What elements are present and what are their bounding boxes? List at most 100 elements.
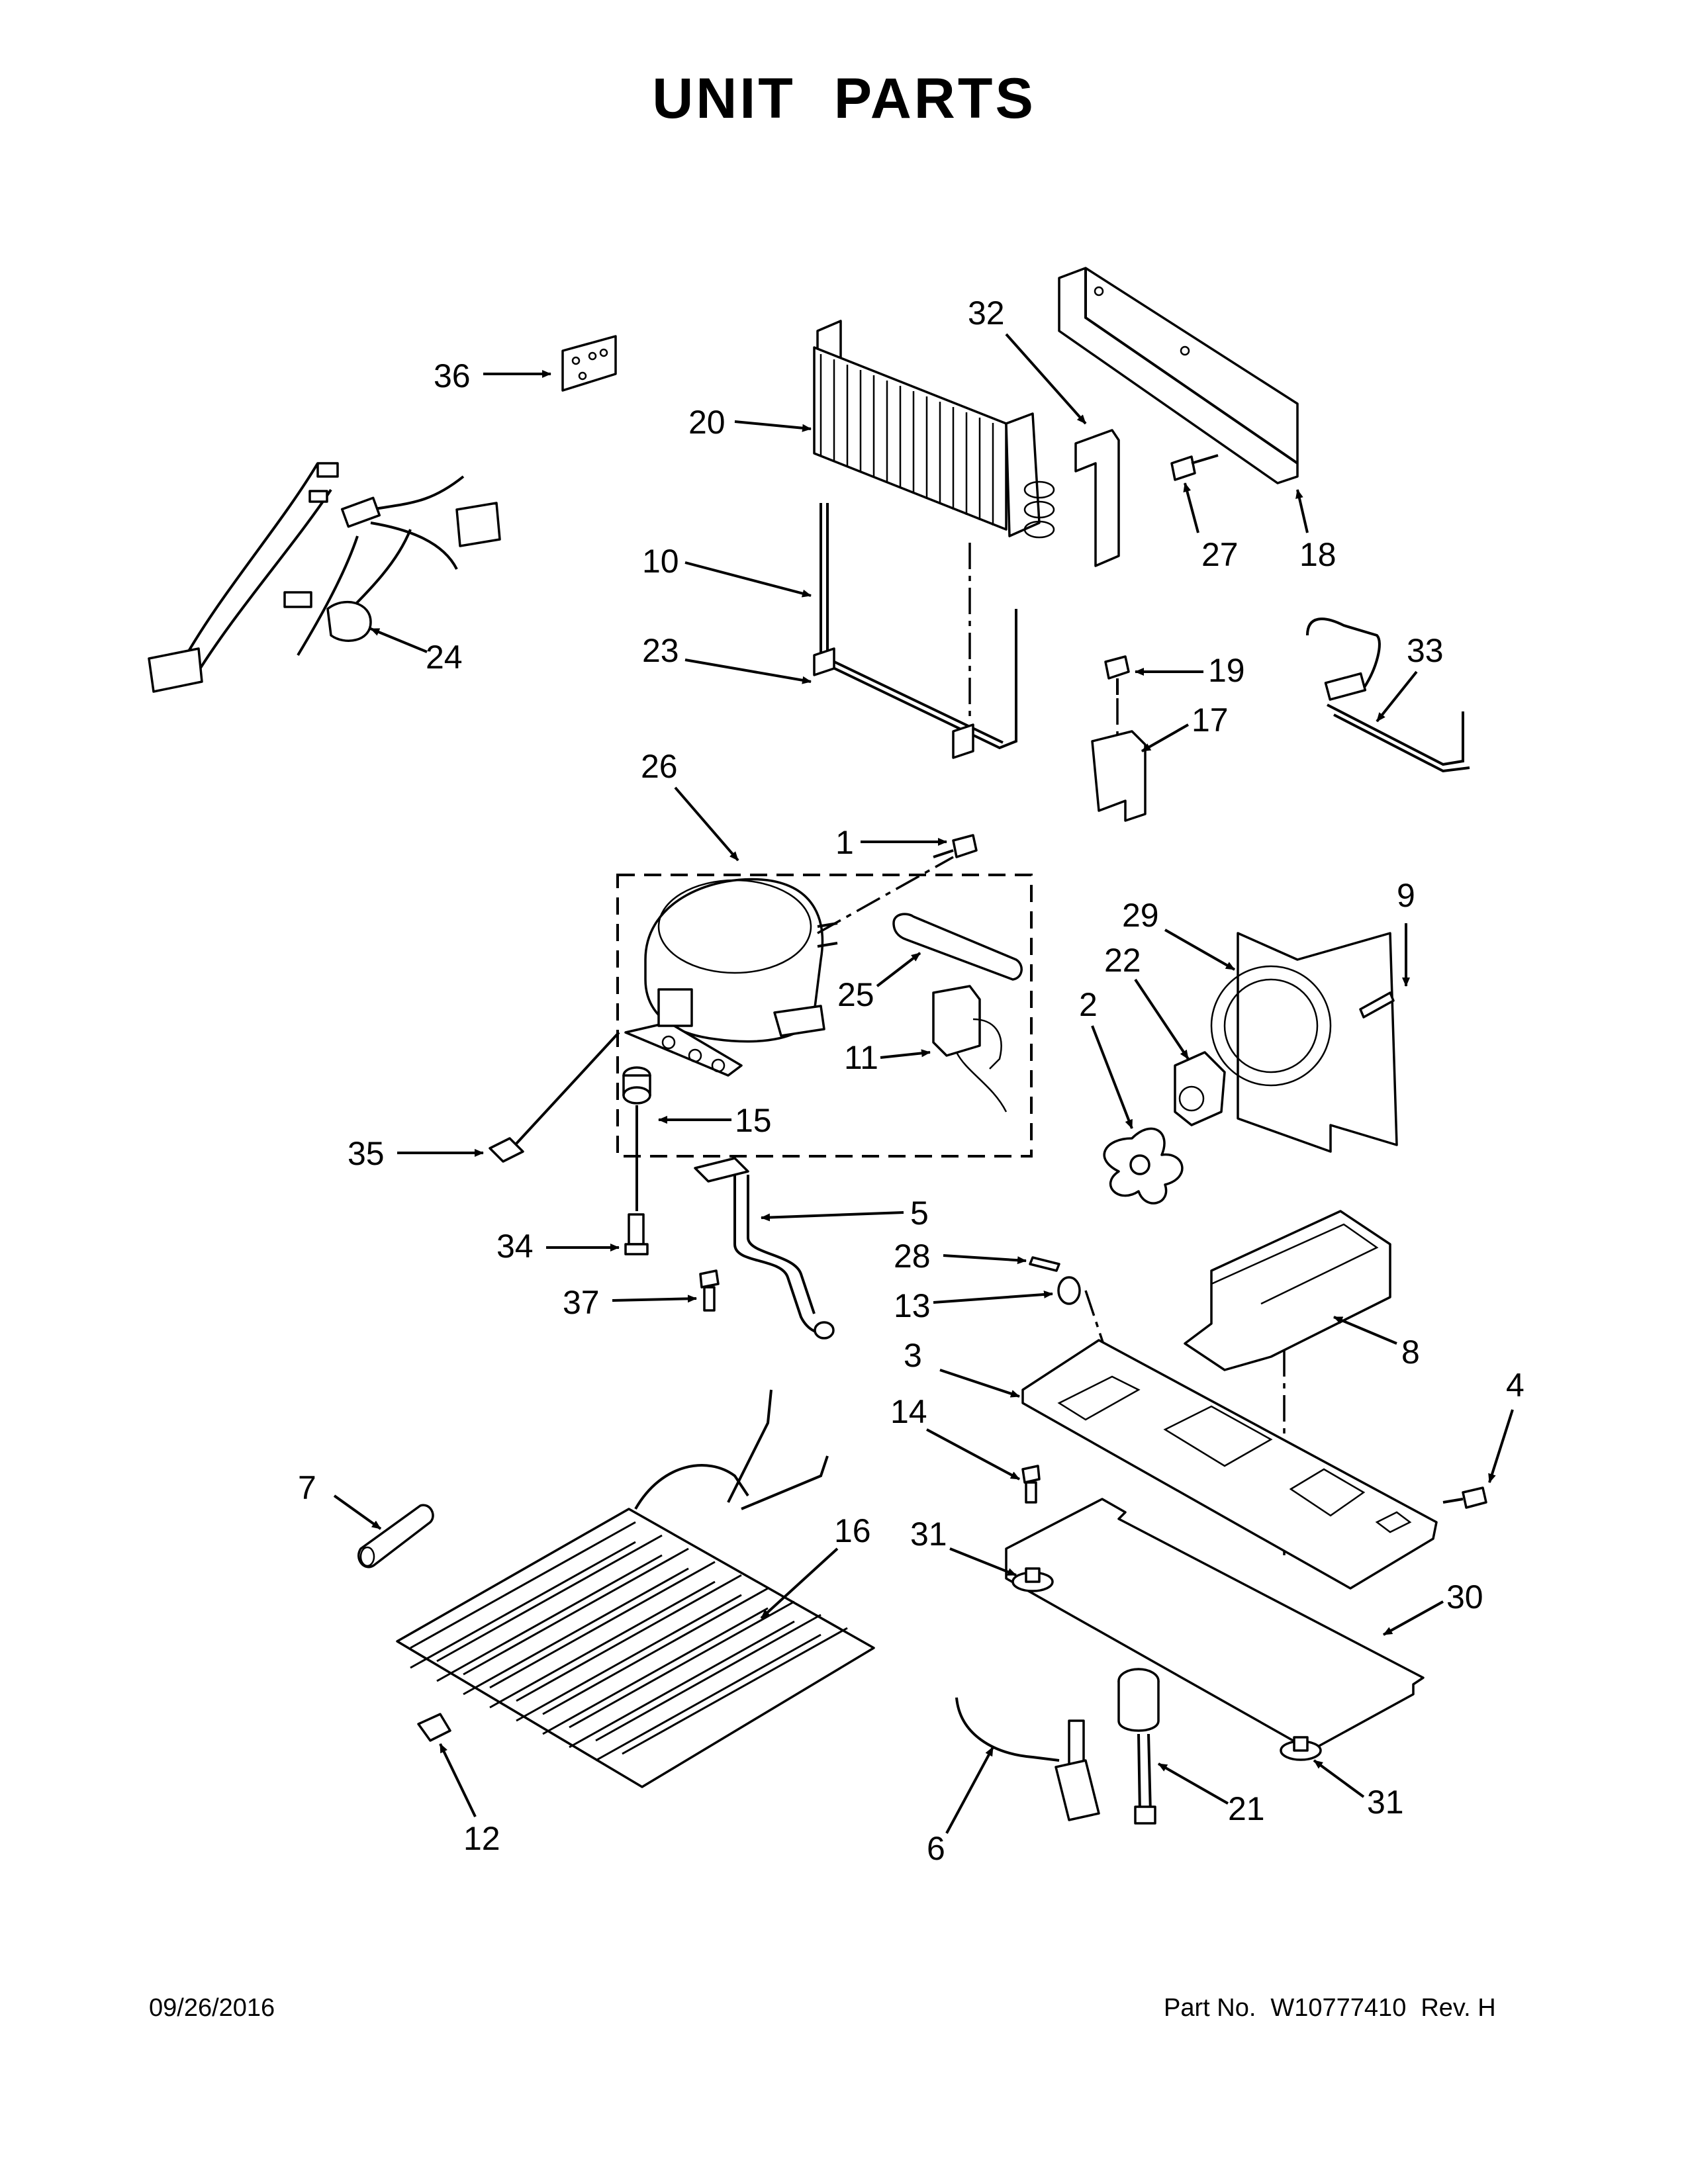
callout-29: 29 [1122,897,1159,934]
drain-pan-illustration [1184,1210,1391,1371]
wire-harness-illustration [148,462,501,693]
callout-1: 1 [835,824,854,861]
leader-25 [876,952,921,987]
filter-drier-illustration [892,913,1023,981]
defrost-heater-illustration [813,503,1017,759]
callout-16: 16 [834,1512,871,1549]
callout-15: 15 [735,1102,772,1139]
callout-28: 28 [894,1238,931,1275]
leader-21 [1158,1762,1229,1805]
base-plate-illustration [1021,1339,1438,1590]
condenser-coil-illustration [396,1389,875,1788]
screw-14-illustration [1021,1465,1041,1504]
sensor-6-illustration [955,1697,1100,1821]
compressor-illustration [624,878,838,1077]
callout-34: 37 [563,1284,600,1321]
screw-19-illustration [1104,655,1130,695]
leader-12 [439,1743,477,1817]
callout-5: 5 [910,1195,929,1232]
guide-line-grommet13 [1084,1290,1107,1351]
fan-blade-illustration [1103,1127,1184,1205]
callout-35: 34 [496,1228,534,1265]
callout-32: 32 [968,295,1005,332]
leader-24 [370,627,428,653]
part-number-line: Part No. W10777410 Rev. H [1164,1994,1511,2023]
callout-3: 3 [904,1337,922,1374]
callout-10: 10 [642,543,679,580]
evaporator-coil-illustration [813,320,1055,539]
leader-4 [1488,1409,1514,1483]
callout-19: 19 [1208,652,1245,689]
leader-32 [1005,333,1087,425]
leader-26 [674,786,739,862]
leader-29 [1164,929,1235,971]
start-relay-illustration [932,985,1008,1113]
callout-6: 6 [927,1830,945,1867]
leader-14 [926,1428,1020,1480]
callout-24: 24 [426,639,463,676]
leader-11 [880,1049,931,1059]
leader-2 [1091,1025,1133,1129]
control-board-illustration [561,335,617,392]
callout-21: 21 [1228,1790,1265,1827]
bolt-35-illustration [624,1213,649,1255]
part-number-label: Part No. [1164,1994,1256,2022]
clip-36-illustration [489,1031,620,1163]
revision-label: Rev. H [1421,1994,1496,2022]
leader-8 [1333,1316,1397,1345]
callout-17: 17 [1192,702,1229,739]
callout-2: 2 [1079,986,1098,1023]
foam-block-illustration [1074,429,1120,567]
callout-14: 14 [890,1393,927,1430]
spacer-28-illustration [1029,1256,1060,1272]
leader-10 [684,561,812,598]
foot-31-right-illustration [1280,1736,1322,1761]
leader-31-right [1313,1759,1365,1798]
grommet-13-illustration [1057,1276,1081,1305]
callout-20: 20 [688,404,726,441]
tube-7-illustration [357,1504,434,1569]
screw-4-illustration [1442,1486,1487,1509]
callout-9: 9 [1397,877,1415,914]
screw-34-illustration [699,1269,720,1312]
leader-18 [1295,489,1309,533]
callout-13: 13 [894,1287,931,1324]
part-number-value: W10777410 [1270,1994,1407,2022]
bracket-17-illustration [1091,730,1147,822]
screw-27-illustration [1170,454,1219,481]
fan-motor-illustration [1174,1051,1226,1126]
callout-26: 26 [641,748,678,785]
leader-23 [684,659,812,684]
leader-20 [734,420,812,432]
callout-18: 18 [1299,536,1336,573]
callout-33: 33 [1407,632,1444,669]
component-21-illustration [1117,1668,1160,1825]
callout-22: 22 [1104,942,1141,979]
capillary-tube-illustration [1306,617,1470,773]
callout-23: 23 [642,632,679,669]
leader-16 [760,1547,839,1619]
screw-9-illustration [1359,991,1395,1019]
grommet-15-illustration [622,1066,651,1105]
callout-8: 8 [1401,1334,1420,1371]
callout-31-right: 31 [1367,1784,1404,1821]
leader-31-left [949,1547,1017,1576]
fan-shroud-illustration [1210,932,1398,1153]
callout-30: 30 [1446,1578,1483,1615]
callout-31-left: 31 [910,1516,947,1553]
leader-17 [1141,723,1189,752]
bolt-1-illustration [933,834,978,858]
leader-28 [943,1254,1027,1265]
leader-33 [1376,670,1418,723]
drain-tube-illustration [694,1157,835,1340]
callout-27: 27 [1201,536,1239,573]
leader-34 [612,1295,697,1303]
leader-3 [939,1369,1020,1398]
leader-5 [761,1211,904,1222]
cover-sheet-illustration [1005,1498,1425,1752]
callout-12: 12 [463,1820,500,1857]
callout-4: 4 [1506,1367,1524,1404]
page-title: UNIT PARTS [652,67,1036,130]
leader-30 [1383,1600,1444,1636]
